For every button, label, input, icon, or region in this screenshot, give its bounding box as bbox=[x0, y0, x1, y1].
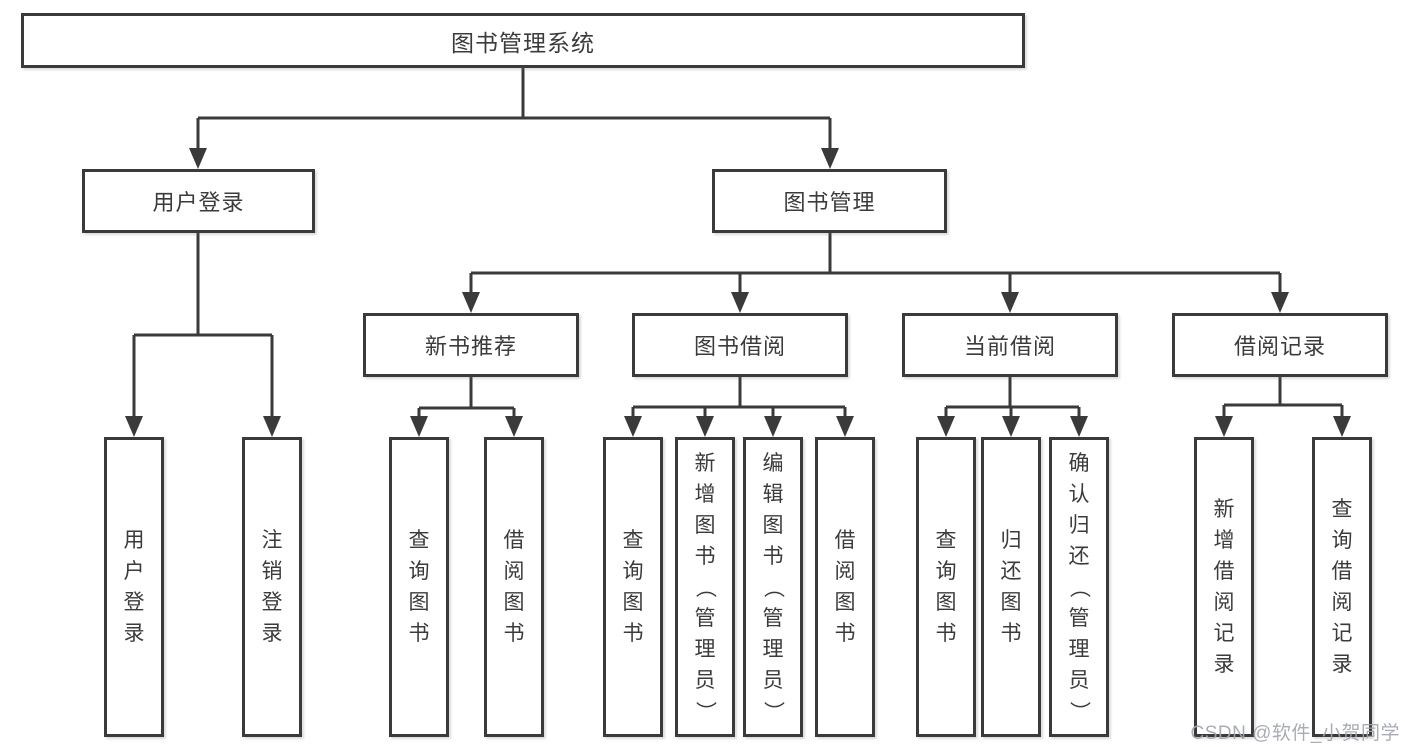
leaf-query-books-current: 查询图书 bbox=[916, 437, 976, 737]
leaf-query-books-borrow: 查询图书 bbox=[603, 437, 663, 737]
node-library-system: 图书管理系统 bbox=[21, 13, 1025, 68]
leaf-user-login: 用户登录 bbox=[104, 437, 164, 737]
leaf-add-borrow-record: 新增借阅记录 bbox=[1194, 437, 1254, 737]
node-current-borrow: 当前借阅 bbox=[902, 313, 1118, 377]
leaf-query-books-current-label: 查询图书 bbox=[935, 529, 957, 645]
leaf-query-books-borrow-label: 查询图书 bbox=[622, 529, 644, 645]
leaf-user-login-label: 用户登录 bbox=[123, 529, 145, 645]
node-new-book-recommend-label: 新书推荐 bbox=[424, 334, 517, 359]
arrowheads bbox=[125, 148, 1351, 437]
node-user-login-label: 用户登录 bbox=[152, 190, 245, 215]
node-borrow-records: 借阅记录 bbox=[1172, 313, 1388, 377]
leaf-borrow-books-recommend: 借阅图书 bbox=[484, 437, 544, 737]
leaf-edit-books-admin: 编辑图书（管理员） bbox=[743, 437, 803, 737]
leaf-borrow-books: 借阅图书 bbox=[815, 437, 875, 737]
leaf-query-books-recommend-label: 查询图书 bbox=[408, 529, 430, 645]
csdn-watermark: CSDN @软件_小贺同学 bbox=[1190, 723, 1400, 744]
leaf-query-borrow-record-label: 查询借阅记录 bbox=[1331, 498, 1353, 676]
node-library-system-label: 图书管理系统 bbox=[451, 29, 595, 56]
node-user-login: 用户登录 bbox=[82, 169, 315, 233]
leaf-edit-books-admin-label: 编辑图书（管理员） bbox=[761, 451, 785, 722]
leaf-borrow-books-label: 借阅图书 bbox=[834, 529, 856, 645]
leaf-add-books-admin: 新增图书（管理员） bbox=[675, 437, 735, 737]
leaf-return-books: 归还图书 bbox=[981, 437, 1041, 737]
node-book-management: 图书管理 bbox=[712, 169, 947, 233]
leaf-return-books-label: 归还图书 bbox=[1000, 529, 1022, 645]
leaf-confirm-return-admin: 确认归还（管理员） bbox=[1049, 437, 1109, 737]
leaf-query-borrow-record: 查询借阅记录 bbox=[1312, 437, 1372, 737]
node-book-borrow: 图书借阅 bbox=[632, 313, 848, 377]
leaf-logout-label: 注销登录 bbox=[261, 529, 283, 645]
node-new-book-recommend: 新书推荐 bbox=[363, 313, 579, 377]
leaf-add-books-admin-label: 新增图书（管理员） bbox=[693, 451, 717, 722]
node-book-borrow-label: 图书借阅 bbox=[693, 334, 786, 359]
leaf-confirm-return-admin-label: 确认归还（管理员） bbox=[1067, 451, 1091, 722]
node-current-borrow-label: 当前借阅 bbox=[963, 334, 1056, 359]
leaf-query-books-recommend: 查询图书 bbox=[389, 437, 449, 737]
node-borrow-records-label: 借阅记录 bbox=[1233, 334, 1326, 359]
leaf-logout: 注销登录 bbox=[242, 437, 302, 737]
node-book-management-label: 图书管理 bbox=[783, 190, 876, 215]
leaf-add-borrow-record-label: 新增借阅记录 bbox=[1213, 498, 1235, 676]
leaf-borrow-books-recommend-label: 借阅图书 bbox=[503, 529, 525, 645]
